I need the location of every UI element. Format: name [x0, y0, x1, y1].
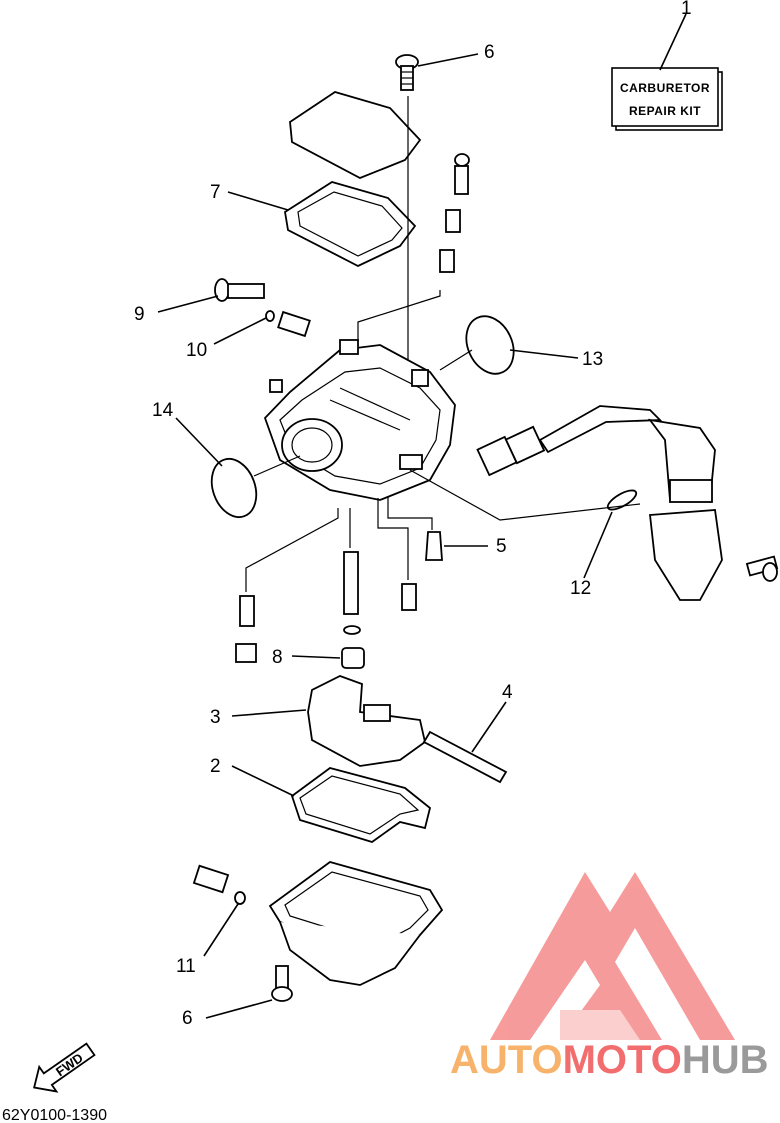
float-chamber-icon [268, 861, 444, 986]
callout-3: 3 [210, 707, 221, 728]
o-ring-14-icon [210, 458, 258, 518]
watermark-text: AUTOMOTOHUB [450, 1038, 769, 1082]
callout-9: 9 [134, 304, 145, 325]
kit-line1: CARBURETOR [620, 81, 710, 95]
idle-screw-icon [214, 278, 311, 338]
callout-4: 4 [502, 682, 513, 703]
watermark-triangle-icon [490, 872, 735, 1040]
callout-6-top: 6 [484, 42, 495, 63]
carburetor-body-icon [263, 339, 456, 501]
callout-5: 5 [496, 536, 507, 557]
cap-8-icon [341, 647, 365, 669]
leader-13 [509, 349, 579, 359]
kit-line2: REPAIR KIT [629, 104, 701, 118]
leader-4 [471, 701, 507, 753]
leader-14 [175, 417, 223, 467]
callout-13: 13 [582, 349, 603, 370]
diagram-code: 62Y0100-1390 [2, 1107, 107, 1123]
screw-top-icon [395, 54, 419, 91]
drain-screw-icon [192, 864, 246, 905]
callout-1: 1 [681, 0, 692, 19]
screw-bottom-icon [271, 965, 293, 1002]
callout-14: 14 [152, 400, 174, 421]
needle-valve-icon [425, 531, 443, 561]
float-pin-4-icon [422, 730, 508, 784]
watermark-logo [490, 872, 735, 1040]
solenoid-assembly-icon [476, 405, 779, 601]
callout-7: 7 [210, 182, 221, 203]
repair-kit-box: CARBURETOR REPAIR KIT [611, 67, 723, 131]
leader-1 [659, 13, 687, 71]
leader-6-top [417, 53, 479, 67]
o-ring-10-icon [265, 310, 275, 322]
leader-6-bottom [205, 999, 273, 1019]
o-ring-13-icon [465, 315, 515, 375]
callout-2: 2 [210, 756, 221, 777]
leader-10 [213, 317, 267, 345]
watermark-moto: MOTO [563, 1038, 682, 1082]
callout-6-bottom: 6 [182, 1008, 193, 1029]
leader-11 [203, 903, 239, 957]
pilot-screw-icon [439, 153, 470, 273]
watermark-auto: AUTO [450, 1038, 563, 1082]
fwd-arrow-icon: FWD [33, 1042, 96, 1093]
main-jet-icon [235, 551, 417, 663]
callout-11: 11 [176, 956, 196, 977]
watermark-hub: HUB [682, 1038, 769, 1082]
callout-12: 12 [570, 578, 591, 599]
leader-9 [157, 295, 219, 313]
leader-7 [227, 191, 289, 211]
gasket-7-icon [284, 181, 417, 268]
callout-8: 8 [272, 647, 283, 668]
leader-2 [231, 765, 295, 797]
watermark-inner-icon [560, 1010, 640, 1040]
o-ring-12-icon [606, 489, 638, 511]
cover-plate-icon [289, 91, 422, 179]
leader-3 [231, 709, 307, 717]
leader-8 [291, 655, 341, 659]
gasket-2-icon [290, 767, 432, 843]
leader-12 [583, 511, 613, 579]
callout-10: 10 [186, 340, 207, 361]
